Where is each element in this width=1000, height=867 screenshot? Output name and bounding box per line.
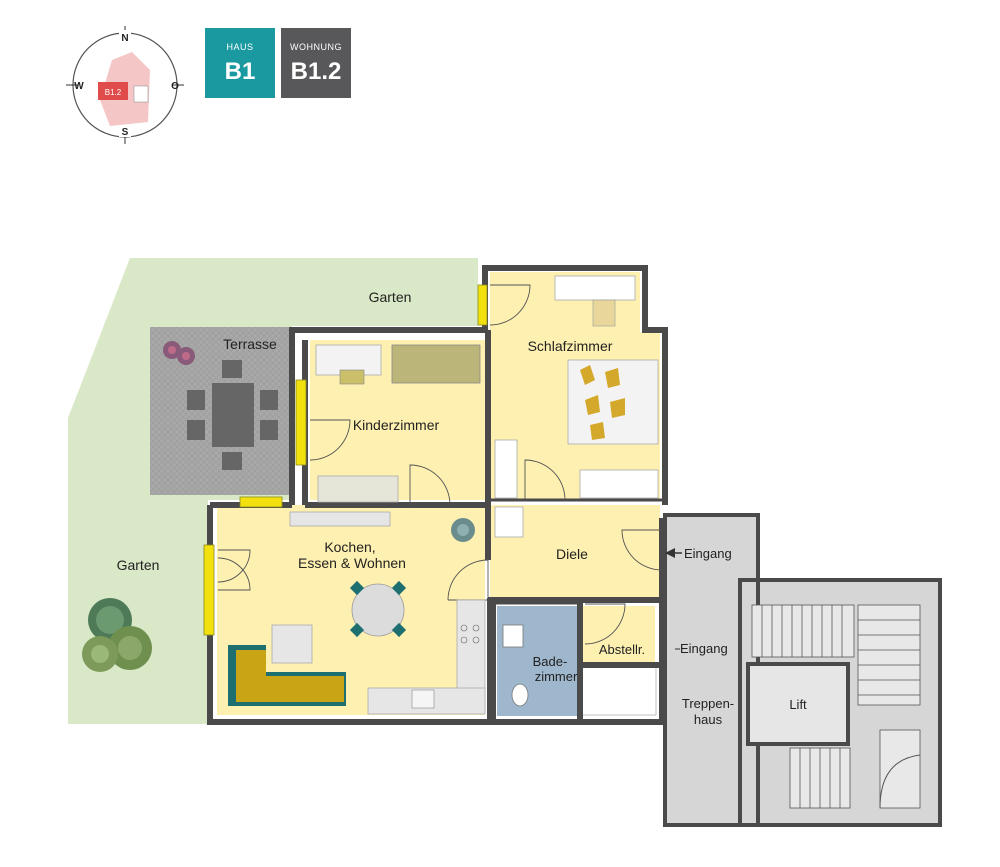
label-child-room: Kinderzimmer bbox=[353, 417, 440, 433]
compass-north: N bbox=[121, 33, 128, 44]
label-terrace: Terrasse bbox=[223, 336, 277, 352]
label-garden-left: Garten bbox=[117, 557, 160, 573]
storage-floor bbox=[583, 606, 655, 664]
terrace-table-set bbox=[187, 360, 278, 470]
unit-highlight bbox=[98, 82, 128, 100]
label-stairwell-line1: Treppen- bbox=[682, 696, 734, 711]
entrance-arrow-icon bbox=[665, 548, 675, 558]
compass: N S W O B1.2 bbox=[66, 26, 184, 144]
apartment-badge-value: B1.2 bbox=[290, 58, 342, 85]
house-badge: HAUS B1 bbox=[205, 28, 275, 98]
plant-icon bbox=[451, 518, 475, 542]
label-bath-line2: zimmer bbox=[535, 669, 578, 684]
apartment-badge: WOHNUNG B1.2 bbox=[281, 28, 351, 98]
compass-south: S bbox=[122, 127, 129, 138]
label-living-line1: Kochen, bbox=[324, 539, 375, 555]
compass-east: O bbox=[171, 81, 179, 92]
label-living-line2: Essen & Wohnen bbox=[298, 555, 406, 571]
dining-table bbox=[349, 580, 407, 638]
bathroom-floor bbox=[497, 606, 577, 716]
tree-icon bbox=[82, 598, 152, 672]
label-bedroom: Schlafzimmer bbox=[528, 338, 613, 354]
compass-west: W bbox=[74, 81, 84, 92]
terrace-plant-icon bbox=[163, 341, 195, 365]
lift-shaft bbox=[746, 662, 850, 746]
apartment-badge-caption: WOHNUNG bbox=[290, 42, 342, 52]
label-garden-top: Garten bbox=[369, 289, 412, 305]
house-badge-caption: HAUS bbox=[226, 42, 254, 52]
label-entrance-1: Eingang bbox=[684, 546, 732, 561]
label-bath-line1: Bade- bbox=[533, 654, 568, 669]
windows bbox=[203, 284, 488, 636]
label-lift: Lift bbox=[789, 697, 807, 712]
label-stairwell-line2: haus bbox=[694, 712, 723, 727]
house-badge-value: B1 bbox=[224, 58, 256, 85]
label-hall: Diele bbox=[556, 546, 588, 562]
label-entrance-2: Eingang bbox=[680, 641, 728, 656]
compass-unit-marker: B1.2 bbox=[105, 88, 122, 97]
sofa bbox=[228, 645, 346, 706]
label-storage: Abstellr. bbox=[599, 642, 645, 657]
